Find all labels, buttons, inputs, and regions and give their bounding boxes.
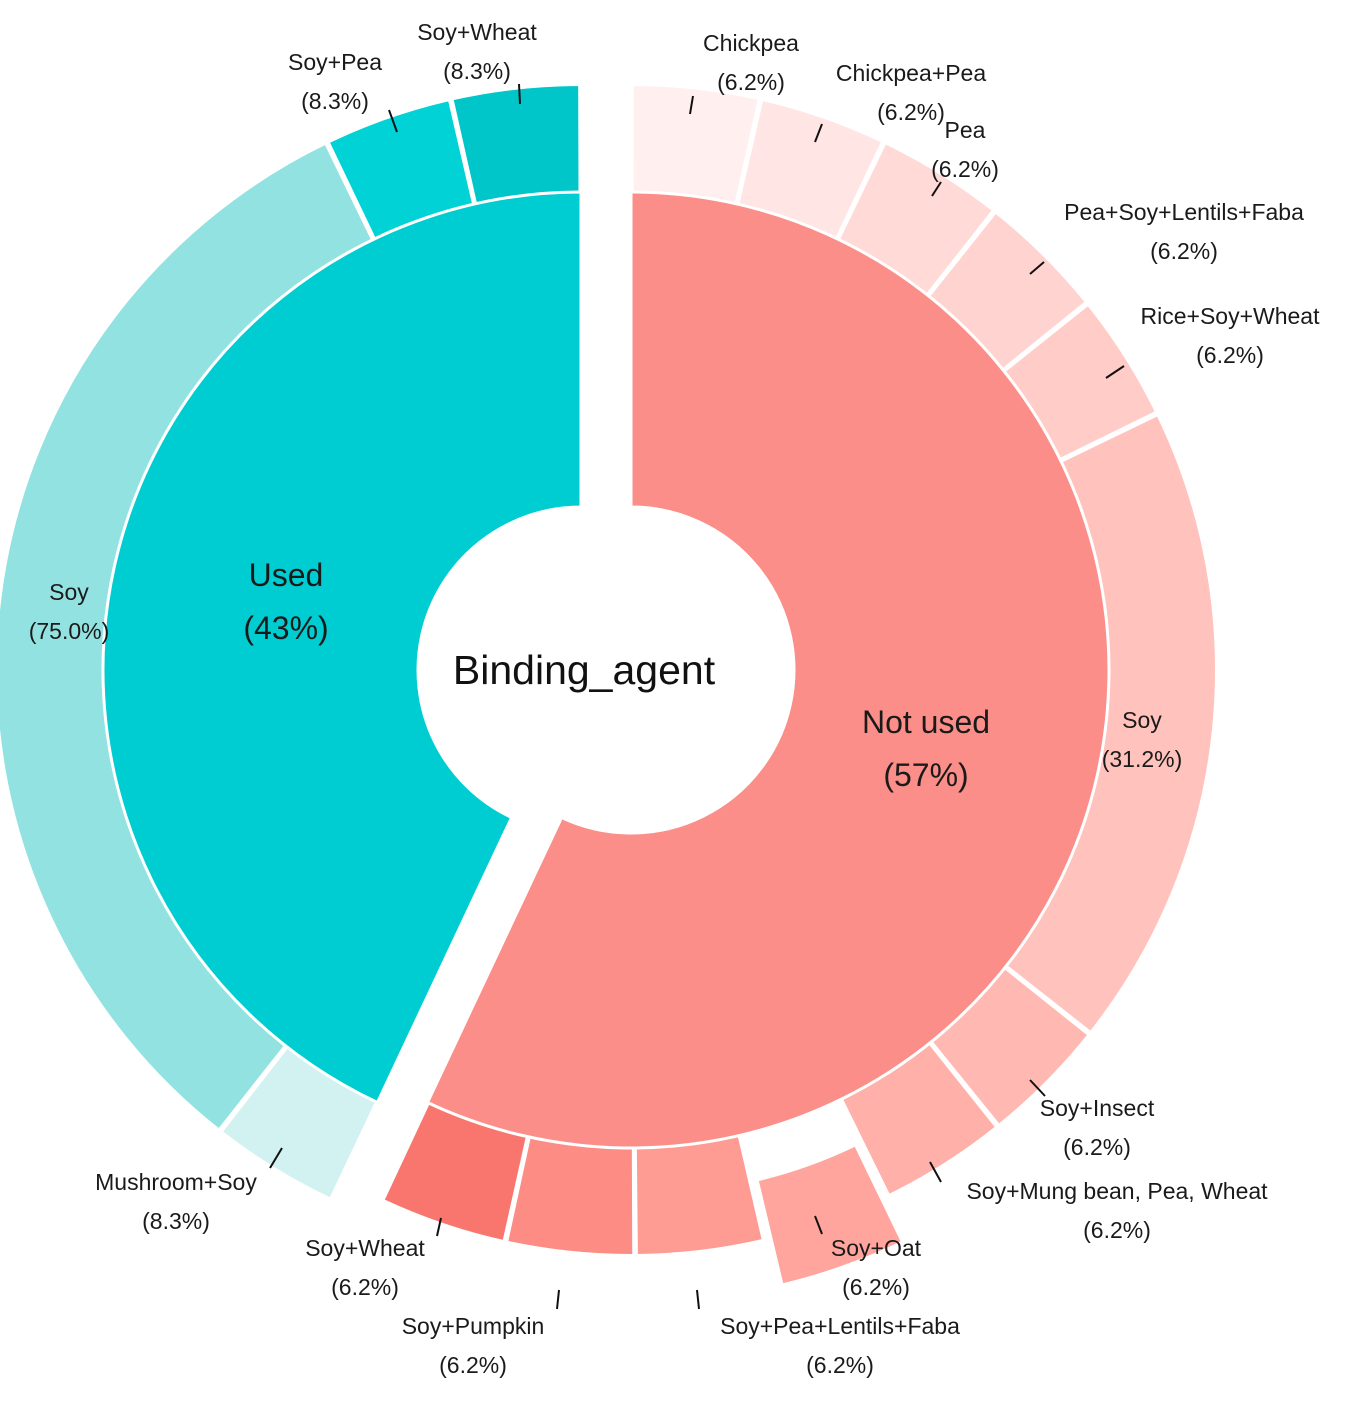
outer-slice-not-used-soy-oat — [756, 1144, 904, 1286]
outer-label-not-used-soy-oat: Soy+Oat — [831, 1235, 922, 1261]
outer-label-used-soy: Soy — [49, 579, 89, 605]
outer-percent-used-soy-pea: (8.3%) — [301, 88, 369, 114]
outer-percent-not-used-soy-pumpkin: (6.2%) — [439, 1352, 507, 1378]
outer-percent-not-used-soy: (31.2%) — [1102, 746, 1183, 772]
segment-labels: Used (43%) Not used (57%) Soy+Wheat (8.3%) Soy… — [29, 19, 1320, 1378]
leader-line-used-mushroom-soy — [269, 1147, 283, 1169]
leader-line-not-used-pea — [931, 181, 942, 197]
outer-label-used-mushroom-soy: Mushroom+Soy — [95, 1169, 257, 1195]
leader-line-used-soy-wheat — [518, 83, 521, 105]
outer-percent-not-used-pea-soy-lentils-faba: (6.2%) — [1150, 238, 1218, 264]
leader-line-used-soy-pea — [388, 109, 398, 133]
leader-line-not-used-chickpea — [689, 95, 694, 115]
outer-label-not-used-soy-wheat: Soy+Wheat — [305, 1235, 425, 1261]
outer-label-not-used-rice-soy-wheat: Rice+Soy+Wheat — [1141, 303, 1321, 329]
outer-label-not-used-soy-mung-bean-pea-wheat: Soy+Mung bean, Pea, Wheat — [966, 1178, 1268, 1204]
outer-label-used-soy-pea: Soy+Pea — [288, 49, 382, 75]
outer-label-not-used-soy-insect: Soy+Insect — [1040, 1095, 1155, 1121]
inner-percent-used: (43%) — [243, 610, 328, 646]
outer-percent-not-used-pea: (6.2%) — [931, 156, 999, 182]
outer-label-not-used-pea-soy-lentils-faba: Pea+Soy+Lentils+Faba — [1064, 199, 1304, 225]
outer-ring — [0, 83, 1217, 1286]
outer-percent-not-used-chickpea: (6.2%) — [717, 69, 785, 95]
outer-label-not-used-chickpea-pea: Chickpea+Pea — [836, 60, 986, 86]
chart-title: Binding_agent — [453, 647, 716, 693]
outer-slice-not-used-soy-pumpkin — [505, 1135, 635, 1257]
inner-label-used: Used — [249, 557, 324, 593]
leader-line-not-used-soy-wheat — [436, 1217, 442, 1237]
inner-slice-used — [101, 190, 583, 1105]
outer-percent-not-used-soy-pea-lentils-faba: (6.2%) — [806, 1352, 874, 1378]
outer-percent-used-soy: (75.0%) — [29, 618, 110, 644]
leader-line-not-used-pea-soy-lentils-faba — [1029, 261, 1045, 275]
outer-percent-not-used-soy-insect: (6.2%) — [1063, 1134, 1131, 1160]
outer-slice-used-soy-wheat — [451, 83, 581, 205]
leader-line-not-used-soy-pumpkin — [556, 1289, 560, 1310]
outer-label-not-used-soy-pumpkin: Soy+Pumpkin — [402, 1313, 545, 1339]
outer-percent-used-soy-wheat: (8.3%) — [443, 58, 511, 84]
leader-line-not-used-soy-oat — [814, 1215, 823, 1235]
inner-label-not-used: Not used — [862, 704, 990, 740]
outer-percent-used-mushroom-soy: (8.3%) — [142, 1208, 210, 1234]
outer-percent-not-used-soy-wheat: (6.2%) — [331, 1274, 399, 1300]
leader-line-not-used-soy-pea-lentils-faba — [696, 1289, 700, 1310]
inner-percent-not-used: (57%) — [883, 757, 968, 793]
inner-slice-not-used — [425, 190, 1111, 1150]
outer-label-not-used-pea: Pea — [945, 117, 986, 143]
inner-ring — [101, 190, 1111, 1150]
leader-line-not-used-rice-soy-wheat — [1105, 365, 1125, 379]
outer-slice-not-used-soy-pea-lentils-faba — [634, 1134, 764, 1256]
outer-percent-not-used-soy-mung-bean-pea-wheat: (6.2%) — [1083, 1217, 1151, 1243]
outer-slice-not-used-chickpea — [631, 83, 760, 205]
leader-line-not-used-soy-insect — [1029, 1079, 1046, 1097]
leader-line-not-used-chickpea-pea — [814, 123, 823, 143]
outer-label-not-used-chickpea: Chickpea — [703, 30, 799, 56]
outer-label-used-soy-wheat: Soy+Wheat — [417, 19, 537, 45]
outer-percent-not-used-soy-oat: (6.2%) — [842, 1274, 910, 1300]
leader-line-not-used-soy-mung-bean-pea-wheat — [929, 1161, 942, 1183]
outer-percent-not-used-rice-soy-wheat: (6.2%) — [1196, 342, 1264, 368]
leader-lines — [269, 83, 1125, 1310]
outer-label-not-used-soy: Soy — [1122, 707, 1162, 733]
outer-label-not-used-soy-pea-lentils-faba: Soy+Pea+Lentils+Faba — [720, 1313, 960, 1339]
outer-percent-not-used-chickpea-pea: (6.2%) — [877, 99, 945, 125]
